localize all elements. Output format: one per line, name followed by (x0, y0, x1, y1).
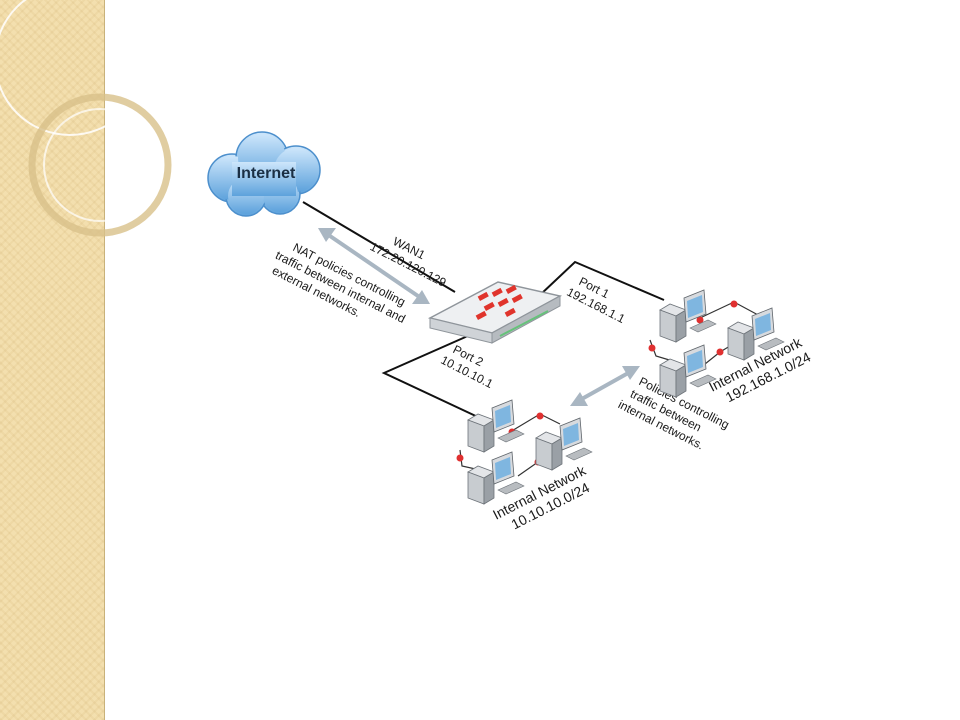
network-links (302, 201, 665, 419)
internet-cloud: Internet (207, 131, 321, 217)
wan-link (302, 201, 456, 293)
network1-computer-3 (659, 344, 717, 398)
nat-arrow (318, 228, 430, 304)
internal-policy-arrow (570, 366, 640, 406)
port1-link (539, 260, 665, 301)
network2-computer-1 (467, 399, 525, 453)
firewall-device (427, 281, 563, 344)
network1-label: Internal Network 192.168.1.0/24 (706, 334, 813, 406)
port2-link (381, 334, 481, 419)
network1-connector-dots (648, 300, 738, 356)
network1-computer-1 (659, 289, 717, 343)
network2-computer-2 (535, 417, 593, 471)
network2-computer-3 (467, 451, 525, 505)
computers (467, 289, 785, 505)
internet-label: Internet (237, 165, 296, 182)
firewall-logo (475, 284, 523, 320)
network1-computer-2 (727, 307, 785, 361)
